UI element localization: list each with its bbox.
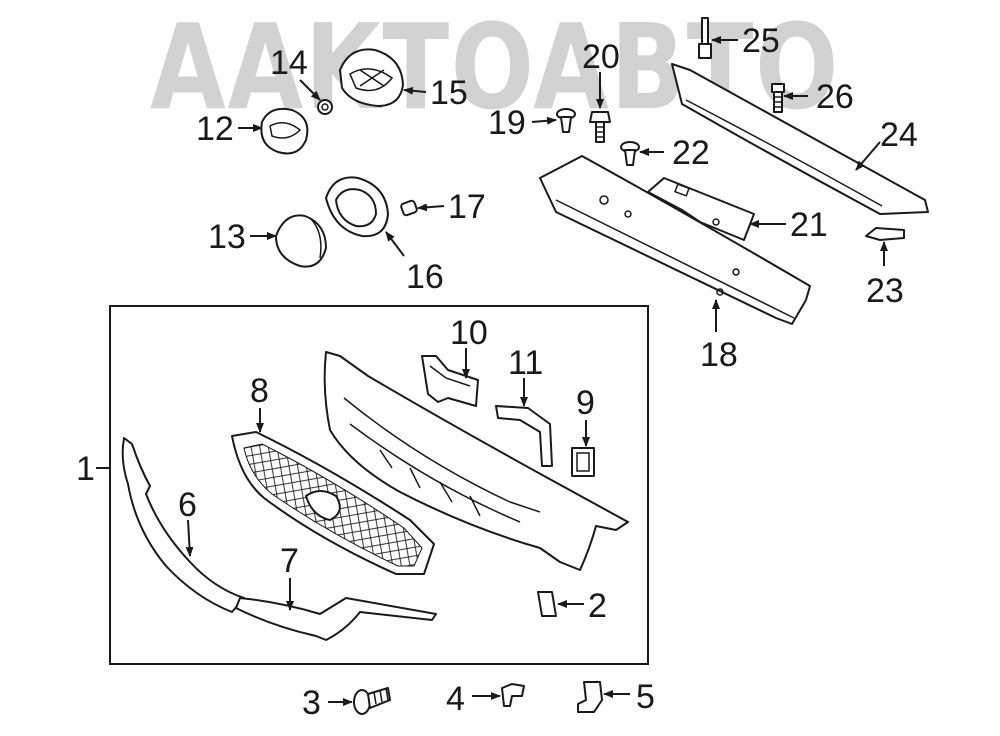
- part-2-clip: [537, 591, 557, 617]
- callout-1: 1: [76, 450, 95, 488]
- part-25-bolt: [698, 17, 712, 59]
- callout-21: 21: [790, 206, 828, 244]
- leader-24: [855, 141, 881, 171]
- part-5-bracket: [577, 681, 603, 713]
- part-4-clip: [501, 683, 525, 707]
- callout-11: 11: [508, 344, 543, 382]
- callout-2: 2: [588, 587, 607, 625]
- callout-6: 6: [178, 486, 197, 524]
- part-22-pin: [620, 141, 640, 166]
- part-23-bracket: [865, 227, 905, 241]
- part-26-bolt: [771, 83, 785, 113]
- part-15-emblem: [339, 48, 404, 107]
- callout-14: 14: [270, 44, 308, 82]
- part-19-pin: [556, 108, 576, 133]
- callout-25: 25: [742, 22, 780, 60]
- leader-14: [299, 79, 321, 101]
- part-6-strip: [121, 437, 245, 613]
- part-14-clip: [317, 99, 333, 115]
- leader-19: [531, 116, 557, 125]
- leader-16: [385, 231, 405, 257]
- callout-16: 16: [406, 258, 444, 296]
- callout-3: 3: [302, 684, 321, 722]
- part-21-plate: [647, 177, 755, 241]
- callout-13: 13: [208, 218, 246, 256]
- callout-4: 4: [446, 680, 465, 718]
- callout-12: 12: [196, 110, 234, 148]
- leader-6: [185, 519, 194, 557]
- callout-23: 23: [866, 272, 904, 310]
- callout-5: 5: [636, 678, 655, 716]
- callout-7: 7: [280, 542, 299, 580]
- part-24-cover: [671, 63, 929, 215]
- part-9-clip: [571, 447, 595, 477]
- part-grille-frame: [323, 351, 629, 571]
- callout-15: 15: [430, 74, 468, 112]
- part-18-support: [539, 155, 811, 325]
- part-10-bracket: [421, 355, 479, 407]
- part-13-emblem: [275, 214, 327, 268]
- callout-24: 24: [880, 116, 918, 154]
- callout-18: 18: [700, 336, 738, 374]
- callout-17: 17: [448, 188, 486, 226]
- part-11-bracket: [495, 405, 553, 467]
- callout-8: 8: [250, 372, 269, 410]
- callout-10: 10: [450, 314, 488, 352]
- part-17-clip: [400, 199, 418, 217]
- part-3-screw: [353, 687, 391, 715]
- part-20-bolt: [589, 111, 611, 143]
- callout-26: 26: [816, 78, 854, 116]
- leader-17: [417, 203, 445, 212]
- assembly-box: [109, 305, 649, 665]
- part-7-strip: [235, 597, 437, 641]
- part-16-bezel: [325, 176, 389, 238]
- leader-15: [403, 86, 427, 95]
- callout-9: 9: [576, 384, 595, 422]
- callout-22: 22: [672, 134, 710, 172]
- callout-19: 19: [488, 104, 526, 142]
- callout-20: 20: [582, 38, 620, 76]
- part-8-grille: [231, 431, 435, 575]
- part-12-emblem: [260, 107, 309, 155]
